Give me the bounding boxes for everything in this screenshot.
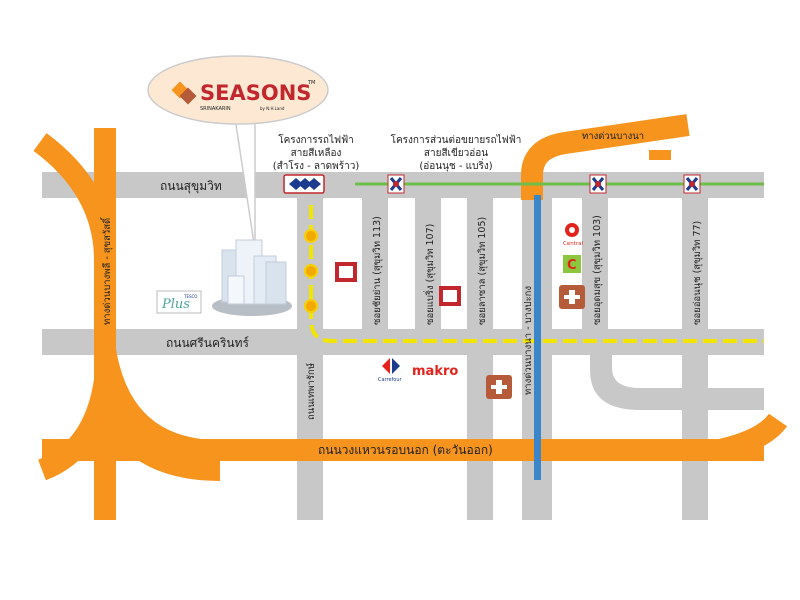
logo-tm: TM [307,80,315,86]
central-logo-icon: Central [563,223,583,247]
yellow-line [309,205,764,343]
gray-roads [42,172,764,520]
tesco-plus-label: Plus [161,297,190,312]
soi-baring-label: ซอยแบริ่ง (สุขุมวิท 107) [423,224,436,325]
thepharak-label: ถนนเทพารักษ์ [305,363,317,420]
school-icon-2 [439,286,461,306]
central-label: Central [563,241,583,247]
big-c-label: C [567,258,577,273]
yellow-station-3 [304,299,318,313]
logo-sub: SRINAKARIN [200,106,231,112]
bangna-expressway-label: ทางด่วนบางนา [582,131,644,142]
bangna-bangpakong-label: ทางด่วนบางนา - บางปะกง [523,286,534,395]
makro-logo-icon: makro [411,362,459,379]
expressways [33,114,788,520]
soi-baring-road [415,190,441,340]
yellow-station-2 [304,264,318,278]
soi-lasalle-label: ซอยลาซาล (สุขุมวิท 105) [477,217,488,325]
srinakarin-label: ถนนศรีนครินทร์ [166,336,250,350]
bangphli-label: ทางด่วนบางพลี - สุขสวัสดิ์ [99,216,113,325]
hospital-icon [559,285,585,309]
bts-station-icon-4 [683,174,701,194]
building-icon [212,239,292,316]
blue-line [534,195,541,480]
yellow-station-1 [304,229,318,243]
yellow-line-stations [304,229,318,313]
green-ext-title: โครงการส่วนต่อขยายรถไฟฟ้า [391,133,522,146]
soi-chai-ya-road [362,190,388,340]
left-curve-south-road [94,348,202,461]
bottom-right-curve-road [590,340,764,410]
carrefour-label: Carrefour [378,377,403,383]
project-callout: SEASONS TM SRINAKARIN by N.H.Land [147,55,329,251]
yellow-line-name: สายสีเหลือง [291,147,342,159]
right-curve-road [717,413,788,461]
bangna-expressway-road [521,114,690,200]
soi-chai-ya-label: ซอยชัยย่าน (สุขุมวิท 113) [372,216,383,325]
makro-label: makro [412,364,458,379]
soi-onnut-road [682,190,708,520]
hospital-icon-2 [486,375,512,399]
tesco-small-label: TESCO [183,294,197,299]
soi-udomsuk-label: ซอยอุดมสุข (สุขุมวิท 103) [592,215,603,325]
logo-by: by N.H.Land [260,106,285,111]
bts-station-icon [283,174,325,194]
left-curve-north-road [33,133,116,261]
left-curve-south2-road [37,378,116,481]
school-icon [335,262,357,282]
bts-station-icon-2 [387,174,405,194]
callout-bubble [147,55,329,125]
soi-onnut-label: ซอยอ่อนนุช (สุขุมวิท 77) [692,221,703,325]
yellow-line-title: โครงการรถไฟฟ้า [278,133,354,146]
soi-lasalle-road [467,190,493,520]
bottom-left-curve-road [94,395,221,481]
yellow-line-route: (สำโรง - ลาดพร้าว) [273,159,360,172]
logo-main: SEASONS [200,81,311,105]
sukhumvit-label: ถนนสุขุมวิท [160,179,222,194]
carrefour-logo-icon: Carrefour [378,358,403,383]
green-ext-route: (อ่อนนุช - แบริ่ง) [419,158,492,172]
bts-station-icon-3 [589,174,607,194]
outer-ring-label: ถนนวงแหวนรอบนอก (ตะวันออก) [318,443,493,457]
green-ext-name: สายสีเขียวอ่อน [424,147,488,159]
soi-udomsuk-road [582,190,608,340]
big-c-logo-icon: C [563,255,581,273]
tesco-plus-logo-icon: Plus TESCO [156,290,202,314]
